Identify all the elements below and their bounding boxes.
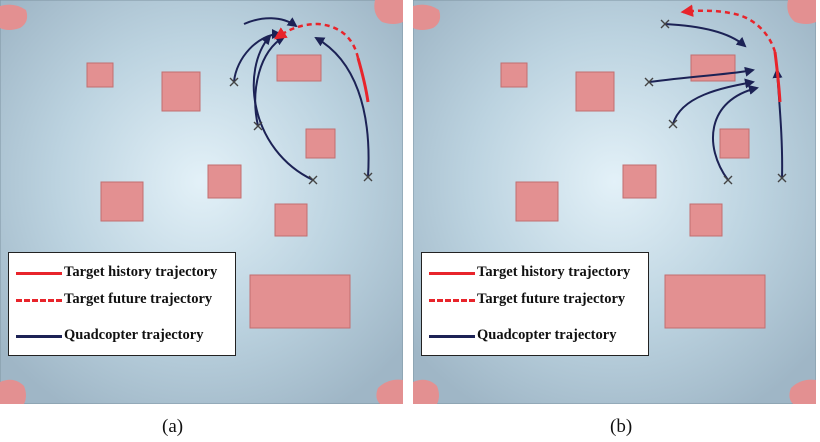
quadcopter-start-marker [253,121,263,131]
obstacle [207,164,242,199]
legend-label-quadcopter: Quadcopter trajectory [64,327,204,343]
corner-obstacle [0,379,26,404]
legend-row-history: Target history trajectory [9,262,235,284]
quadcopter-trajectory [672,78,755,125]
obstacle [719,128,750,159]
panel-a: Target history trajectory Target future … [0,0,403,404]
history-swatch [429,272,475,275]
obstacle [664,274,766,329]
panel-b: Target history trajectory Target future … [413,0,816,404]
legend-label-history: Target history trajectory [477,264,631,280]
quadcopter-start-marker [229,77,239,87]
legend-label-history: Target history trajectory [64,264,218,280]
legend-row-history: Target history trajectory [422,262,648,284]
obstacle [100,181,144,222]
quadcopter-trajectory [712,85,759,181]
quadcopter-start-marker [660,19,670,29]
target-history-trajectory [773,51,782,103]
corner-obstacle [413,4,441,31]
obstacle [249,274,351,329]
quadcopter-trajectory [314,37,370,178]
corner-obstacle [413,379,439,404]
quadcopter-trajectory [243,17,298,28]
obstacle [276,54,322,82]
quadcopter-start-marker [308,175,318,185]
history-swatch [16,272,62,275]
future-swatch [429,299,475,302]
legend-row-quadcopter: Quadcopter trajectory [9,325,235,347]
obstacle [622,164,657,199]
corner-obstacle [0,4,28,31]
quadcopter-swatch [429,335,475,338]
quadcopter-trajectory [664,23,747,48]
legend-row-future: Target future trajectory [422,289,648,311]
quadcopter-start-marker [363,172,373,182]
obstacle [575,71,615,112]
obstacle [86,62,114,88]
obstacle [161,71,201,112]
caption-a: (a) [162,416,184,437]
quadcopter-trajectory [252,34,314,181]
corner-obstacle [374,0,403,24]
quadcopter-start-marker [723,175,733,185]
obstacle [500,62,528,88]
legend-label-quadcopter: Quadcopter trajectory [477,327,617,343]
target-future-trajectory [680,4,777,53]
target-future-trajectory [273,22,360,59]
legend-label-future: Target future trajectory [64,291,213,307]
legend: Target history trajectory Target future … [421,252,649,356]
obstacle [305,128,336,159]
obstacle [689,203,723,237]
legend-row-future: Target future trajectory [9,289,235,311]
corner-obstacle [376,379,403,404]
quadcopter-trajectory [648,66,755,83]
corner-obstacle [787,0,816,24]
quadcopter-swatch [16,335,62,338]
corner-obstacle [789,379,816,404]
quadcopter-start-marker [668,119,678,129]
quadcopter-start-marker [777,173,787,183]
legend-row-quadcopter: Quadcopter trajectory [422,325,648,347]
quadcopter-trajectory [254,36,286,127]
caption-b: (b) [610,416,633,437]
obstacle [274,203,308,237]
legend: Target history trajectory Target future … [8,252,236,356]
quadcopter-trajectory [233,29,282,83]
legend-label-future: Target future trajectory [477,291,626,307]
obstacle [515,181,559,222]
target-history-trajectory [356,57,370,103]
quadcopter-start-marker [644,77,654,87]
future-swatch [16,299,62,302]
